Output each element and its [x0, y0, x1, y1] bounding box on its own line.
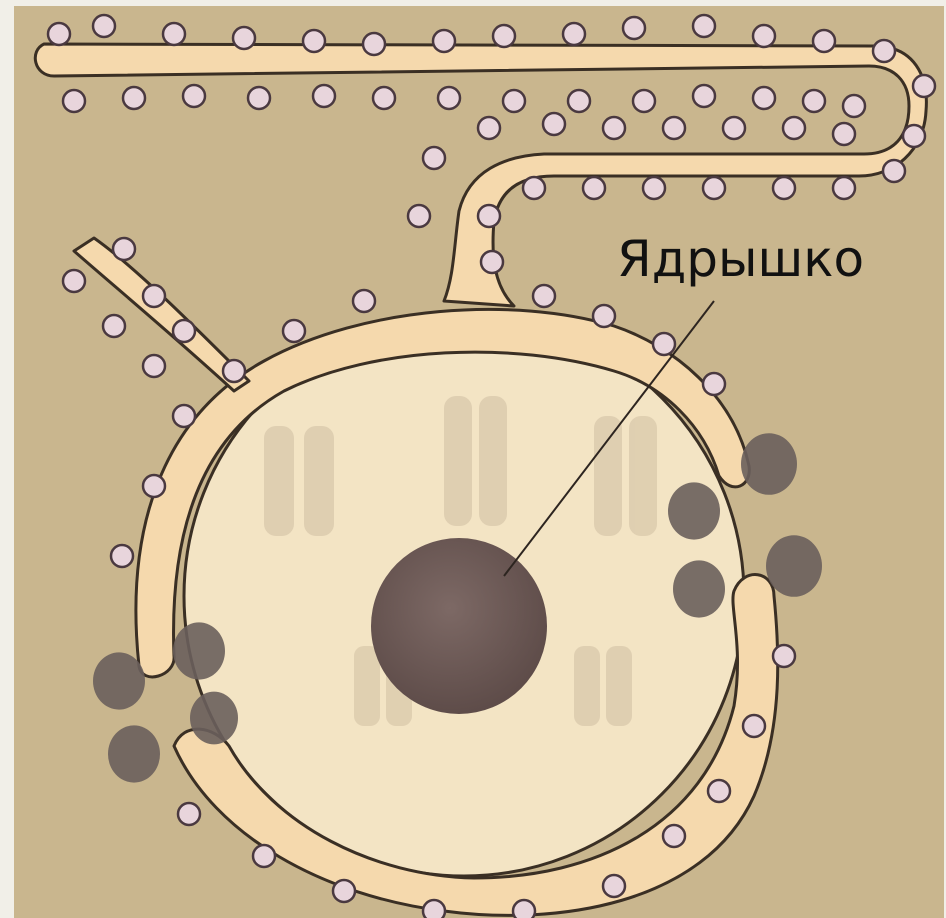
ribosome — [408, 205, 430, 227]
ribosome — [693, 15, 715, 37]
nuclear-pore-complex — [108, 725, 160, 782]
nuclear-pore-complex — [668, 482, 720, 539]
ribosome — [873, 40, 895, 62]
ribosome — [813, 30, 835, 52]
ribosome — [48, 23, 70, 45]
nuclear-pore-complex — [190, 692, 238, 745]
nucleolus-label: Ядрышко — [617, 230, 864, 288]
ribosome — [173, 320, 195, 342]
ribosome — [111, 545, 133, 567]
ribosome — [773, 177, 795, 199]
ribosome — [723, 117, 745, 139]
ribosome — [313, 85, 335, 107]
diagram-canvas: Ядрышко — [14, 6, 944, 918]
nuclear-pore-complex — [173, 622, 225, 679]
ribosome — [438, 87, 460, 109]
ribosome — [773, 645, 795, 667]
ribosome — [503, 90, 525, 112]
ribosome — [223, 360, 245, 382]
ribosome — [633, 90, 655, 112]
ribosome — [373, 87, 395, 109]
ribosome — [248, 87, 270, 109]
ribosome — [843, 95, 865, 117]
ribosome — [233, 27, 255, 49]
ribosome — [663, 825, 685, 847]
ribosome — [143, 355, 165, 377]
ribosome — [363, 33, 385, 55]
ribosome — [693, 85, 715, 107]
ribosome — [663, 117, 685, 139]
ribosome — [143, 285, 165, 307]
ribosome — [143, 475, 165, 497]
ribosome — [63, 270, 85, 292]
ribosome — [833, 177, 855, 199]
ribosome — [568, 90, 590, 112]
ribosome — [903, 125, 925, 147]
ribosome — [63, 90, 85, 112]
ribosome — [743, 715, 765, 737]
ribosome — [123, 87, 145, 109]
ribosome — [543, 113, 565, 135]
ribosome — [603, 875, 625, 897]
nuclear-pore-complex — [93, 652, 145, 709]
ribosome — [253, 845, 275, 867]
ribosome — [833, 123, 855, 145]
ribosome — [643, 177, 665, 199]
ribosome — [283, 320, 305, 342]
ribosome — [433, 30, 455, 52]
ribosome — [623, 17, 645, 39]
ribosome — [353, 290, 375, 312]
ribosome — [173, 405, 195, 427]
ribosome — [593, 305, 615, 327]
ribosome — [533, 285, 555, 307]
ribosome — [93, 15, 115, 37]
ribosome — [513, 900, 535, 918]
ribosome — [478, 205, 500, 227]
ribosome — [583, 177, 605, 199]
ribosome — [563, 23, 585, 45]
ribosome — [303, 30, 325, 52]
ribosome — [753, 25, 775, 47]
ribosome — [163, 23, 185, 45]
cell-nucleus-diagram: Ядрышко — [14, 6, 944, 918]
ribosome — [753, 87, 775, 109]
ribosome — [913, 75, 935, 97]
ribosome — [333, 880, 355, 902]
ribosome — [703, 177, 725, 199]
ribosome — [883, 160, 905, 182]
ribosome — [783, 117, 805, 139]
nuclear-pore-complex — [766, 535, 822, 597]
ribosome — [478, 117, 500, 139]
ribosome — [703, 373, 725, 395]
ribosome — [423, 900, 445, 918]
ribosome — [603, 117, 625, 139]
ribosome — [523, 177, 545, 199]
ribosome — [493, 25, 515, 47]
ribosome — [708, 780, 730, 802]
nucleolus — [371, 538, 547, 714]
ribosome — [183, 85, 205, 107]
ribosome — [653, 333, 675, 355]
ribosome — [423, 147, 445, 169]
ribosome — [103, 315, 125, 337]
ribosome — [113, 238, 135, 260]
nuclear-pore-complex — [673, 560, 725, 617]
nuclear-pore-complex — [741, 433, 797, 495]
ribosome — [803, 90, 825, 112]
ribosome — [178, 803, 200, 825]
ribosome — [481, 251, 503, 273]
